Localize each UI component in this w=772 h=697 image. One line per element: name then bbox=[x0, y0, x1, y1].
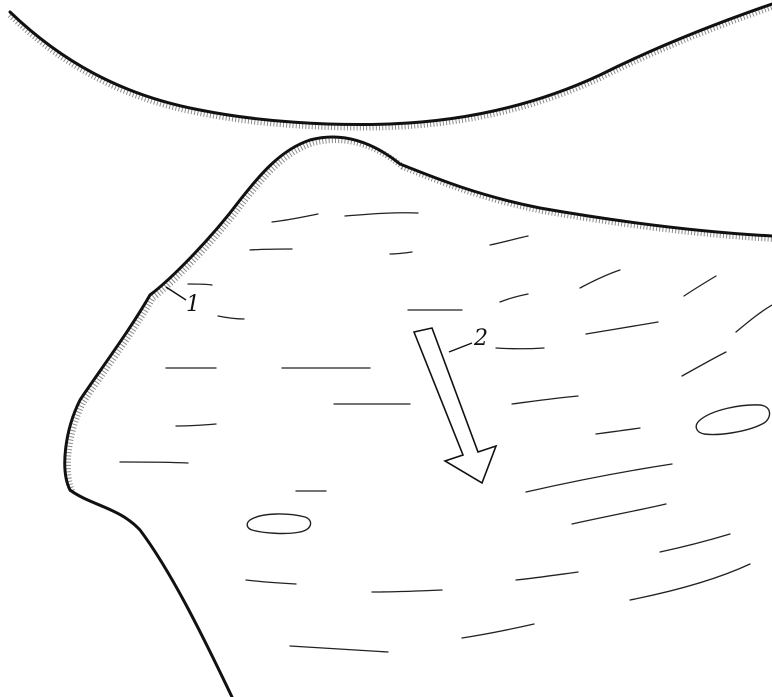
streak bbox=[496, 348, 544, 349]
streak bbox=[372, 590, 442, 592]
inclusion-right bbox=[696, 405, 769, 435]
streak bbox=[586, 322, 658, 334]
label-1: 1 bbox=[186, 292, 200, 317]
streak bbox=[290, 646, 388, 652]
body-boundary bbox=[65, 137, 772, 697]
streak bbox=[516, 572, 578, 580]
streak bbox=[188, 284, 212, 285]
streak bbox=[500, 294, 528, 302]
streak bbox=[390, 252, 412, 254]
streak bbox=[272, 214, 318, 222]
flow-direction-arrow bbox=[414, 328, 496, 483]
label-2-leader bbox=[449, 343, 472, 352]
inclusions bbox=[247, 405, 769, 534]
streak bbox=[684, 276, 716, 296]
upper-boundary bbox=[10, 4, 772, 127]
streak bbox=[218, 316, 244, 319]
streak bbox=[736, 305, 772, 332]
streak bbox=[176, 424, 216, 426]
streak bbox=[580, 270, 620, 288]
streak bbox=[630, 564, 750, 600]
streak bbox=[120, 462, 188, 463]
flow-streaks bbox=[120, 213, 772, 652]
streak bbox=[572, 504, 666, 524]
streak bbox=[246, 580, 296, 584]
streak bbox=[462, 624, 534, 638]
streak bbox=[660, 534, 730, 552]
streak bbox=[250, 249, 292, 250]
streak bbox=[682, 352, 726, 376]
label-1-leader bbox=[166, 287, 186, 300]
streak bbox=[512, 396, 578, 404]
streak bbox=[490, 236, 528, 245]
streak bbox=[345, 213, 418, 216]
streak bbox=[526, 464, 672, 492]
streak bbox=[596, 428, 640, 434]
label-2: 2 bbox=[473, 326, 488, 351]
inclusion-left bbox=[247, 514, 310, 534]
